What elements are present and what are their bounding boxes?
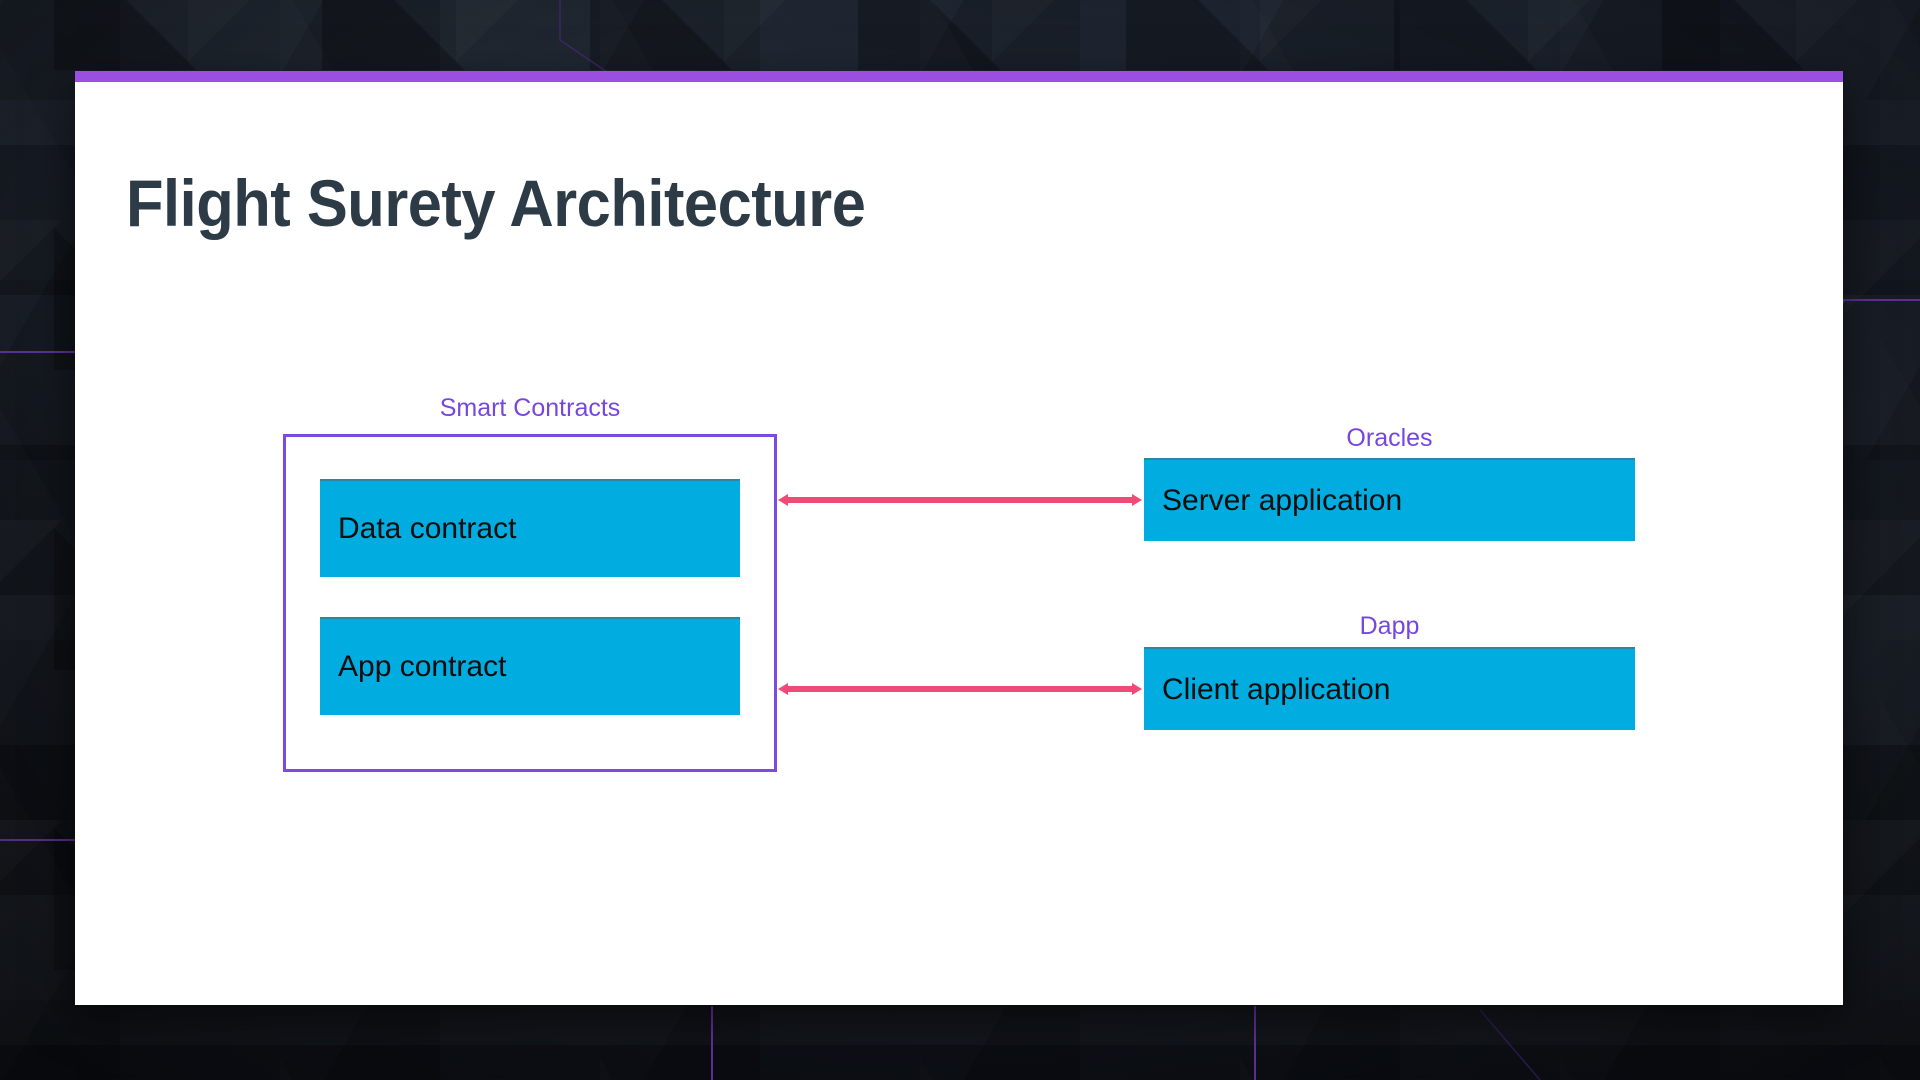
node-data-contract[interactable]: Data contract — [320, 479, 740, 577]
node-label-data-contract: Data contract — [338, 512, 517, 545]
node-label-server-application: Server application — [1162, 483, 1403, 517]
page-title: Flight Surety Architecture — [126, 166, 866, 241]
node-label-app-contract: App contract — [338, 650, 507, 683]
node-client-application[interactable]: Client application — [1144, 647, 1635, 730]
group-label-oracles: Oracles — [1346, 424, 1433, 452]
connector-contracts-dapp — [778, 683, 1142, 695]
node-server-application[interactable]: Server application — [1144, 458, 1635, 541]
connector-contracts-oracles — [778, 494, 1142, 506]
slide-accent-bar — [75, 71, 1843, 82]
group-label-dapp: Dapp — [1359, 612, 1420, 640]
node-label-client-application: Client application — [1162, 672, 1391, 706]
node-app-contract[interactable]: App contract — [320, 617, 740, 715]
group-label-smart-contracts: Smart Contracts — [439, 394, 621, 422]
